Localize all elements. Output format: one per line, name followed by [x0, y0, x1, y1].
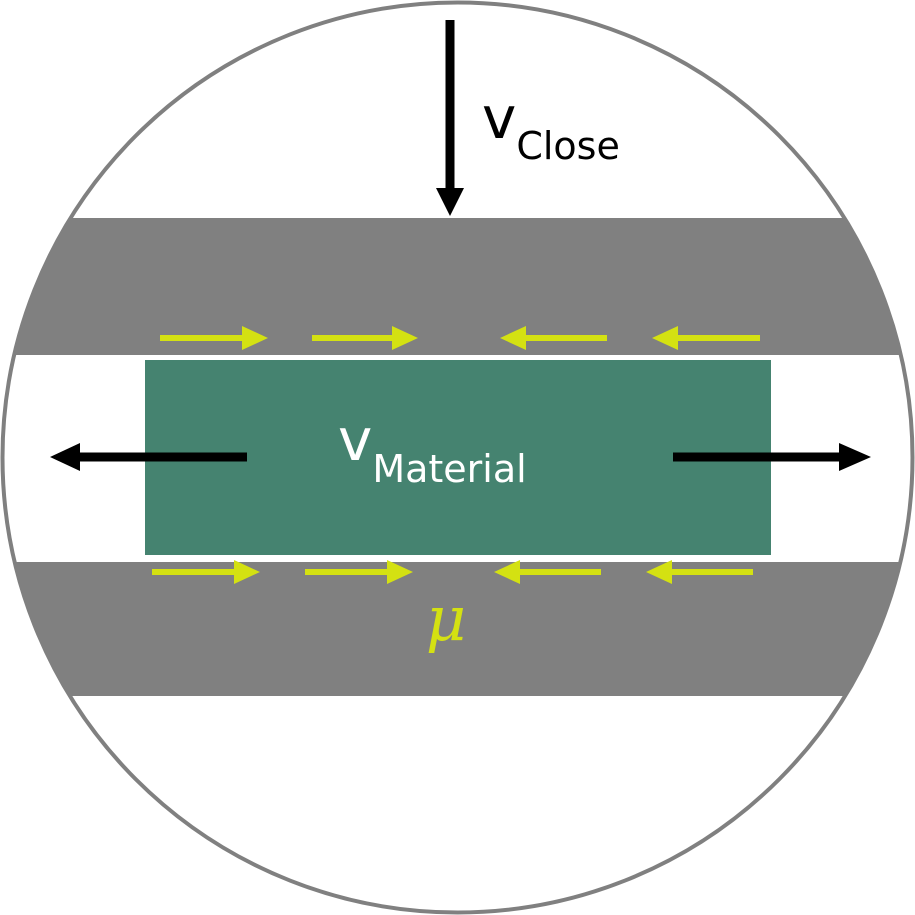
friction-arrow	[312, 326, 418, 350]
v-close-subscript: Close	[516, 124, 620, 168]
friction-coefficient-label: μ	[426, 582, 466, 655]
bottom-plate	[2, 562, 913, 696]
top-plate	[2, 218, 913, 355]
v-close-label: vClose	[482, 84, 620, 168]
v-material-subscript: Material	[372, 447, 526, 491]
v-close-main: v	[482, 84, 516, 152]
friction-arrow	[652, 326, 760, 350]
friction-arrow	[646, 560, 753, 584]
friction-arrow	[152, 560, 260, 584]
v-material-label: vMaterial	[338, 406, 527, 491]
friction-arrow	[305, 560, 413, 584]
material-flow-arrow-left	[50, 443, 247, 471]
friction-arrow	[500, 326, 607, 350]
material-flow-arrow-right	[673, 443, 871, 471]
material-block	[145, 360, 771, 555]
friction-arrow	[494, 560, 601, 584]
close-velocity-arrow	[436, 20, 464, 216]
friction-arrow	[160, 326, 268, 350]
v-material-main: v	[338, 406, 372, 474]
